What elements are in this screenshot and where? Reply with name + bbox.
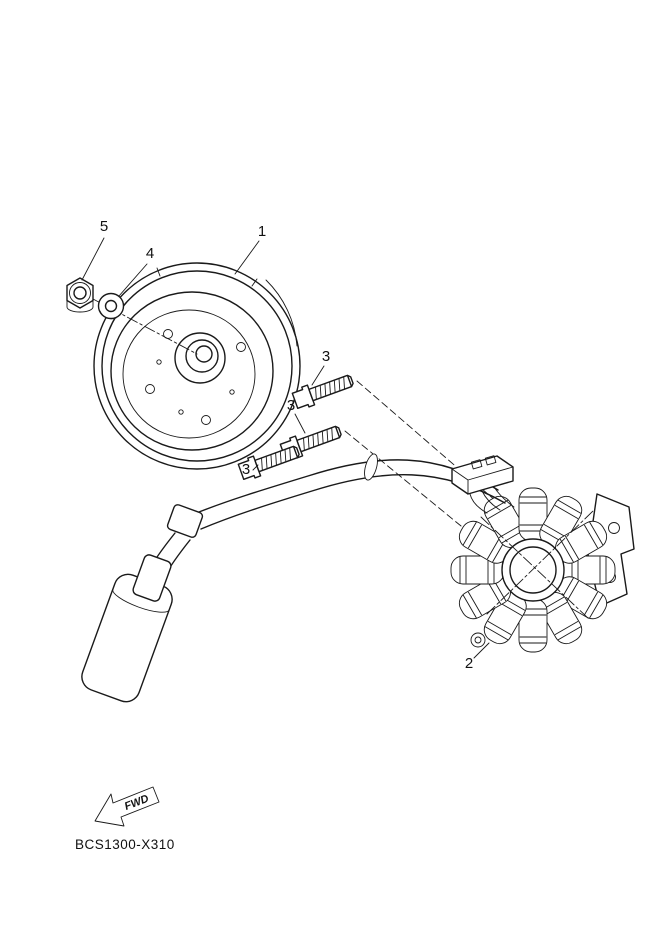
rubber-boot-drawing [81, 554, 173, 703]
diagram-code: BCS1300-X310 [75, 837, 175, 852]
fwd-arrow: FWD [94, 786, 160, 827]
harness-clamp [364, 453, 378, 481]
callout-3-bottom-label: 3 [242, 461, 250, 478]
nut-drawing [66, 277, 94, 313]
rotor-drum-drawing [93, 262, 301, 470]
callout-3-middle-label: 3 [287, 397, 295, 414]
washer-drawing [97, 292, 125, 320]
callout-leader-lines [81, 237, 490, 659]
callout-5-label: 5 [100, 218, 108, 235]
callout-3-top-label: 3 [322, 348, 330, 365]
stator-drawing [450, 487, 635, 653]
bolt-top-drawing [290, 369, 357, 412]
callout-4-label: 4 [146, 245, 154, 262]
boot-collar [132, 554, 172, 602]
callout-1-label: 1 [258, 223, 266, 240]
callout-2-label: 2 [465, 655, 473, 672]
connector-drawing [451, 455, 514, 495]
harness-grommet [166, 504, 204, 538]
stator-axis-cross [480, 510, 594, 620]
